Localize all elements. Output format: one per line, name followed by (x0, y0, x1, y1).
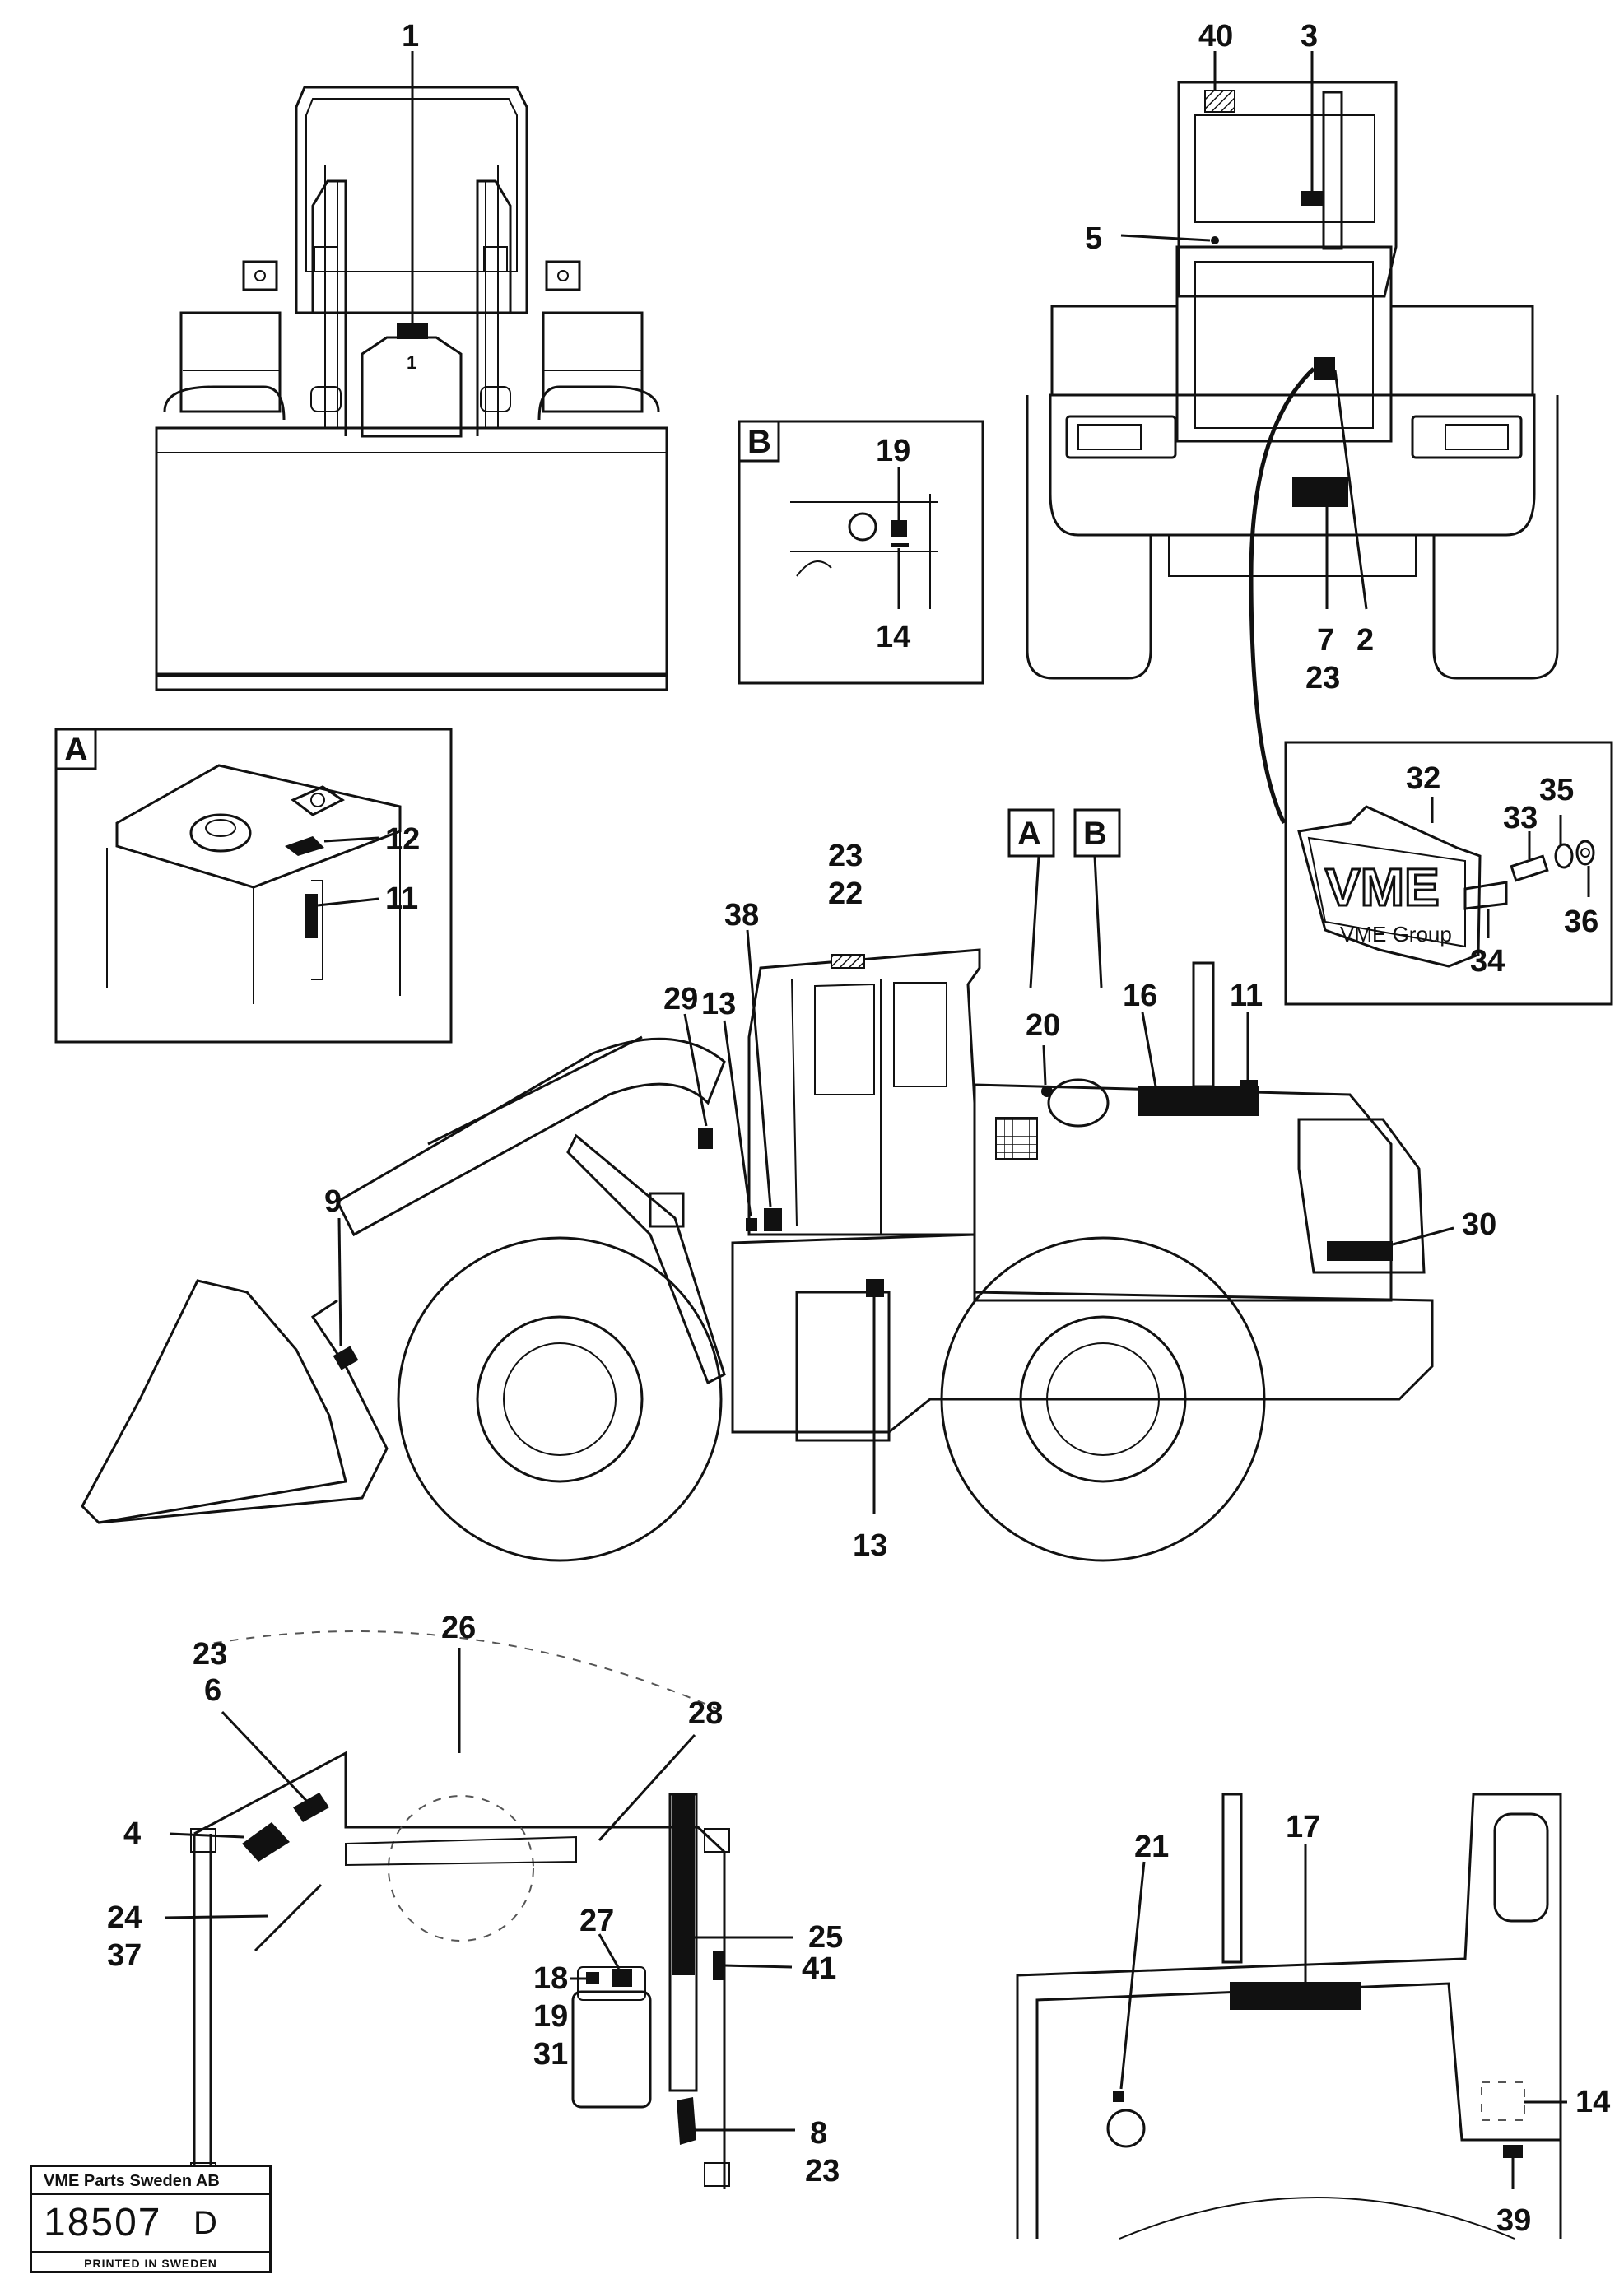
decal-40 (1204, 90, 1235, 113)
callout-19-cab: 19 (533, 1999, 568, 2034)
tag-b (1073, 808, 1121, 858)
callout-23-side: 23 (828, 839, 863, 873)
decal-11-inset (305, 894, 318, 938)
inset-a: A 12 11 (54, 728, 453, 1044)
callout-16: 16 (1123, 979, 1157, 1013)
decal-29 (698, 1128, 713, 1149)
decal-9 (333, 1346, 359, 1370)
decal-19 (891, 520, 907, 537)
callout-26: 26 (441, 1611, 476, 1645)
engine-hood-detail-view: 21 17 14 39 (1016, 1793, 1610, 2240)
inset-b-label: B (747, 424, 771, 460)
decal-16 (1138, 1086, 1259, 1116)
callout-41: 41 (802, 1951, 836, 1986)
callout-29: 29 (663, 982, 698, 1016)
callout-11-inset: 11 (385, 881, 418, 916)
decal-1 (397, 323, 428, 339)
decal-21 (1113, 2091, 1124, 2102)
decal-3 (1301, 191, 1324, 206)
callout-21: 21 (1134, 1830, 1169, 1864)
callout-6: 6 (204, 1673, 221, 1708)
decal-4 (242, 1822, 290, 1862)
decal-27 (612, 1969, 632, 1987)
vme-logo-text: VME (1325, 858, 1440, 917)
callout-40: 40 (1198, 19, 1233, 53)
decal-41 (713, 1951, 724, 1980)
callout-22: 22 (828, 877, 863, 911)
callout-32: 32 (1406, 761, 1440, 796)
callout-34: 34 (1470, 944, 1505, 979)
drawing-revision: D (193, 2205, 217, 2241)
callout-5: 5 (1085, 221, 1102, 256)
cab-interior-view: 23 6 26 28 4 24 37 27 25 18 19 31 41 8 2… (107, 1611, 843, 2189)
vme-group-text: VME Group (1340, 922, 1452, 947)
front-view: 1 1 (155, 19, 668, 691)
callout-23-rear: 23 (1305, 661, 1340, 695)
decal-13-cab (746, 1218, 757, 1231)
callout-14-detail: 14 (1575, 2085, 1610, 2119)
decal-25 (672, 1794, 695, 1975)
callout-39: 39 (1496, 2203, 1531, 2238)
callout-1: 1 (402, 19, 419, 53)
callout-13-top: 13 (701, 987, 736, 1021)
decal-7-23 (1292, 477, 1348, 507)
callout-25: 25 (808, 1920, 843, 1955)
callout-4: 4 (123, 1816, 141, 1851)
company-name: VME Parts Sweden AB (32, 2167, 269, 2195)
callout-20: 20 (1026, 1008, 1060, 1043)
tag-a (1007, 808, 1055, 858)
rear-view: 40 3 5 7 23 2 (1026, 19, 1559, 825)
callout-23-cab: 23 (193, 1637, 227, 1672)
decal-30 (1327, 1241, 1393, 1261)
decal-18 (586, 1972, 599, 1984)
decal-13-frame (866, 1279, 884, 1297)
title-block: VME Parts Sweden AB 18507 D PRINTED IN S… (30, 2165, 272, 2273)
callout-38: 38 (724, 898, 759, 933)
callout-27: 27 (579, 1904, 614, 1938)
printed-in-label: PRINTED IN SWEDEN (32, 2251, 269, 2271)
callout-3: 3 (1301, 19, 1318, 53)
callout-17: 17 (1286, 1810, 1320, 1844)
logo-plate-inset: VME VME Group 32 33 35 36 34 (1284, 741, 1613, 1006)
svg-text:1: 1 (407, 352, 416, 373)
callout-23-cab-bottom: 23 (805, 2154, 840, 2188)
callout-2: 2 (1356, 623, 1374, 658)
callout-13-bottom: 13 (853, 1528, 887, 1563)
callout-8: 8 (810, 2116, 827, 2151)
decal-2 (1314, 357, 1335, 380)
callout-19: 19 (876, 434, 910, 468)
callout-18: 18 (533, 1961, 568, 1996)
drawing-number: 18507 (44, 2201, 162, 2244)
callout-33: 33 (1503, 801, 1538, 835)
decal-39 (1503, 2145, 1523, 2158)
callout-35: 35 (1539, 773, 1574, 807)
callout-24: 24 (107, 1900, 142, 1935)
callout-11: 11 (1230, 979, 1263, 1013)
callout-7: 7 (1317, 623, 1334, 658)
inset-b: B 19 14 (738, 420, 984, 685)
callout-9: 9 (324, 1184, 342, 1219)
decal-23-22 (831, 954, 865, 969)
callout-28: 28 (688, 1696, 723, 1731)
inset-a-label: A (64, 732, 88, 768)
callout-14: 14 (876, 620, 910, 654)
side-view: A B (81, 808, 1496, 1563)
decal-14 (891, 543, 909, 547)
callout-31: 31 (533, 2037, 568, 2072)
decal-17 (1230, 1982, 1361, 2010)
tag-b-label: B (1083, 816, 1107, 852)
decal-8-23 (677, 2097, 696, 2145)
decal-12 (285, 836, 324, 856)
callout-30: 30 (1462, 1207, 1496, 1242)
decal-11 (1240, 1080, 1258, 1096)
callout-12: 12 (385, 822, 420, 857)
decal-38 (764, 1208, 782, 1231)
tag-a-label: A (1017, 816, 1041, 852)
decal-5 (1211, 236, 1219, 244)
callout-36: 36 (1564, 905, 1598, 939)
callout-37: 37 (107, 1938, 142, 1973)
